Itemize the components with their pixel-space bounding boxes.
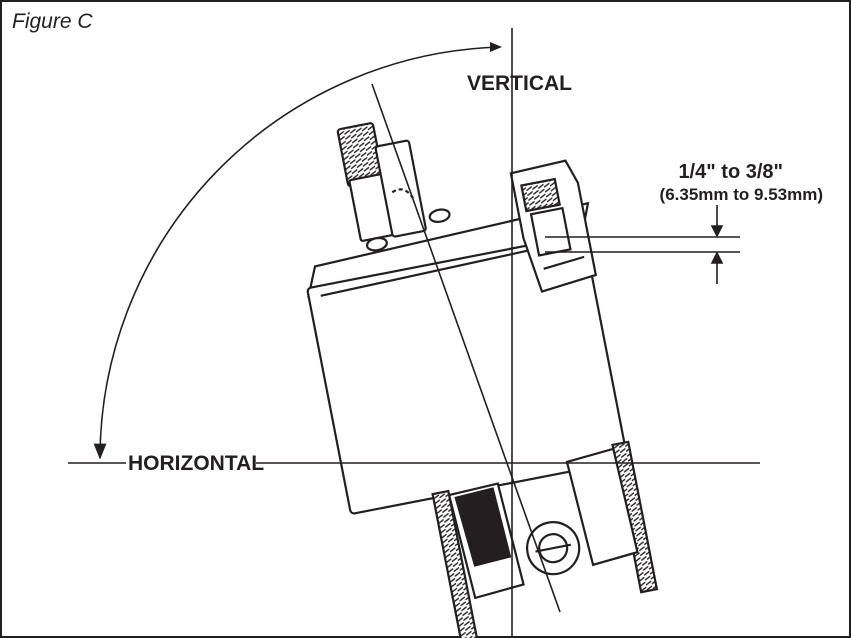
top-nut-right [428, 208, 451, 223]
figure-title: Figure C [12, 10, 93, 33]
vertical-label: VERTICAL [467, 72, 572, 95]
angle-arc [93, 46, 501, 460]
arc-arrow-top [490, 42, 502, 52]
bottom-rod-left [431, 489, 479, 638]
mount-assembly [306, 122, 659, 638]
lower-clamp [447, 447, 639, 600]
horizontal-label: HORIZONTAL [128, 452, 264, 475]
measurement-imperial-label: 1/4" to 3/8" [678, 161, 783, 183]
right-bracket [509, 159, 598, 293]
dimension-marker [545, 205, 740, 284]
mount-axis-line [371, 83, 561, 613]
top-nut-left [365, 236, 388, 252]
measurement-metric-label: (6.35mm to 9.53mm) [660, 185, 823, 204]
top-stud [336, 122, 427, 242]
